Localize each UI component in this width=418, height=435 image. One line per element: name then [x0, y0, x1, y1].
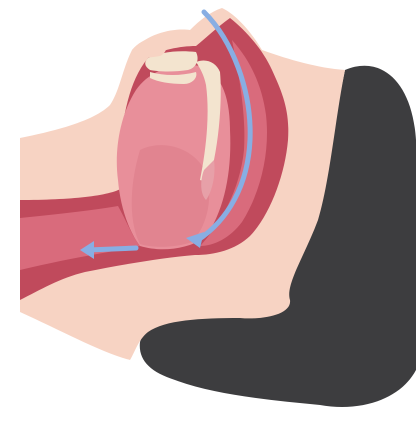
tongue-shadow — [132, 145, 209, 247]
lips — [132, 38, 166, 57]
